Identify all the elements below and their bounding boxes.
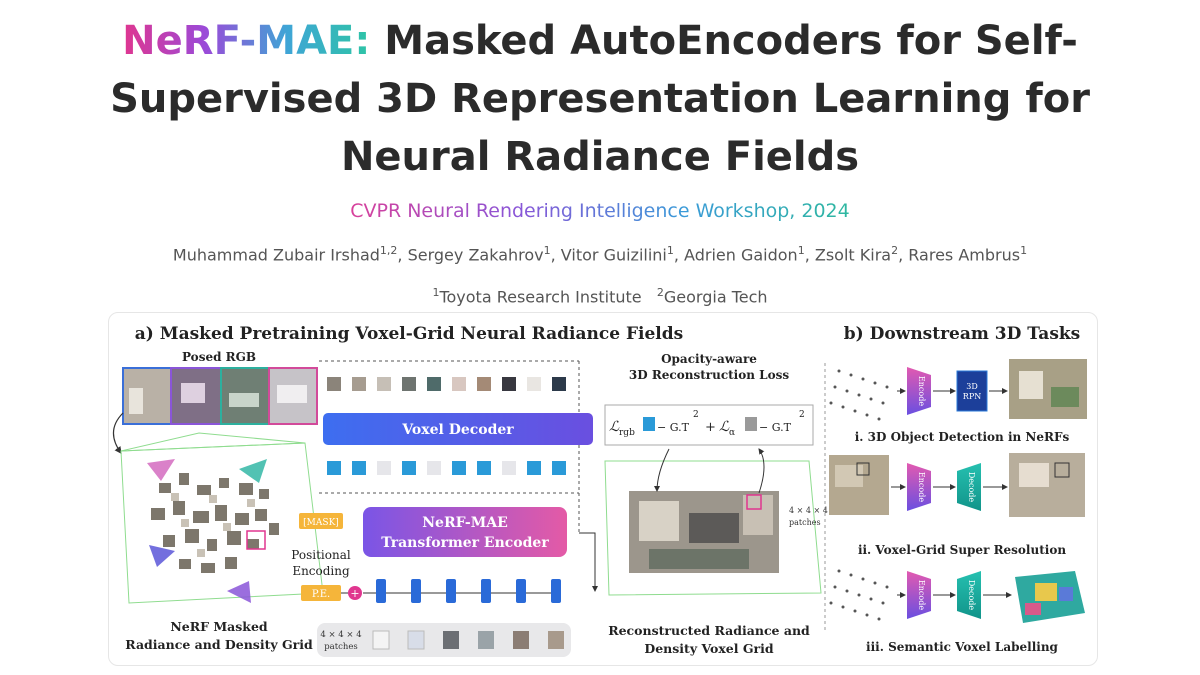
patches-dims-right: 4 × 4 × 4 [789, 506, 828, 515]
mask-tag-label: [MASK] [303, 518, 339, 528]
section-a-title: a) Masked Pretraining Voxel-Grid Neural … [135, 324, 683, 344]
loss-cube-rgb [643, 417, 655, 431]
loss-cube-alpha [745, 417, 757, 431]
author: Rares Ambrus [908, 245, 1021, 265]
affiliation: Georgia Tech [663, 287, 768, 307]
affil-sup: 1 [432, 286, 440, 299]
rpn-line1: 3D [966, 382, 978, 391]
author: Muhammad Zubair Irshad [172, 245, 380, 265]
affiliation: Toyota Research Institute [439, 287, 642, 307]
plus-sign: + [350, 587, 359, 600]
recon-caption-1: Reconstructed Radiance and [608, 623, 810, 638]
encoder-line1: NeRF-MAE [422, 515, 508, 531]
voxel-decoder-block [323, 413, 593, 445]
decoded-cubes-row [327, 377, 566, 391]
transformer-encoder-block [363, 507, 567, 557]
posed-rgb-label: Posed RGB [182, 350, 256, 364]
author-list: Muhammad Zubair Irshad1,2, Sergey Zakahr… [172, 244, 1028, 265]
encode-label-2: Encode [917, 472, 926, 502]
encode-label-3: Encode [917, 580, 926, 610]
task-super-resolution: Encode Decode [829, 453, 1085, 517]
author: Adrien Gaidon [684, 245, 798, 265]
loss-sq-2: 2 [799, 410, 805, 420]
title-line-3: Neural Radiance Fields [340, 134, 860, 180]
venue-text: CVPR Neural Rendering Intelligence Works… [350, 200, 850, 222]
encode-label-1: Encode [917, 376, 926, 406]
author: Zsolt Kira [814, 245, 892, 265]
author-sup: 1 [666, 244, 674, 257]
masked-token-row [327, 461, 566, 475]
left-caption-1: NeRF Masked [170, 619, 268, 634]
title-prefix: NeRF-MAE: [122, 18, 371, 64]
task-detection: Encode 3D RPN [829, 359, 1087, 421]
decode-label-3: Decode [967, 580, 976, 611]
author-sup: 1,2 [379, 244, 398, 257]
affiliations: 1Toyota Research Institute 2Georgia Tech [0, 286, 1200, 306]
loss-alpha: ℒ [719, 419, 730, 435]
encoder-line2: Transformer Encoder [381, 535, 549, 551]
rpn-line2: RPN [963, 392, 981, 401]
loss-alpha-sub: α [729, 428, 735, 438]
task-semantic-labelling: Encode Decode [829, 569, 1085, 623]
pe-tag [301, 585, 341, 601]
author-sup: 1 [797, 244, 805, 257]
author-sup: 1 [543, 244, 551, 257]
patches-word-right: patches [789, 518, 821, 527]
title-line1-rest: Masked AutoEncoders for Self- [370, 18, 1078, 64]
add-node [348, 586, 362, 600]
pos-enc-line1: Positional [291, 548, 351, 562]
figure-canvas: a) Masked Pretraining Voxel-Grid Neural … [112, 324, 1087, 657]
title-line-1: NeRF-MAE: Masked AutoEncoders for Self- [0, 12, 1200, 70]
loss-title-2: 3D Reconstruction Loss [629, 368, 789, 382]
task3-label: iii. Semantic Voxel Labelling [866, 640, 1058, 654]
method-figure: a) Masked Pretraining Voxel-Grid Neural … [108, 312, 1098, 666]
title-line-2: Supervised 3D Representation Learning fo… [110, 76, 1090, 122]
patches-word-left: patches [324, 642, 358, 652]
venue: CVPR Neural Rendering Intelligence Works… [0, 200, 1200, 222]
author-sup: 1 [1020, 244, 1028, 257]
pe-tag-label: P.E. [312, 589, 330, 600]
patches-dims-left: 4 × 4 × 4 [320, 630, 361, 640]
token-bars [363, 579, 561, 603]
recon-caption-2: Density Voxel Grid [644, 641, 773, 656]
author: Vitor Guizilini [560, 245, 667, 265]
patch-cubes [372, 630, 564, 650]
left-caption-2: Radiance and Density Grid [125, 637, 313, 652]
voxel-decoder-label: Voxel Decoder [401, 422, 514, 438]
loss-box [604, 404, 814, 446]
loss-sq-1: 2 [693, 410, 699, 420]
author: Sergey Zakahrov [407, 245, 544, 265]
paper-title: NeRF-MAE: Masked AutoEncoders for Self- … [0, 12, 1200, 186]
loss-rgb-sub: rgb [619, 428, 635, 438]
loss-plus: + [705, 420, 716, 435]
loss-rgb: ℒ [609, 419, 620, 435]
reconstructed-grid [604, 448, 822, 596]
mask-tag [299, 513, 343, 529]
decode-label-2: Decode [967, 472, 976, 503]
author-sup: 2 [891, 244, 899, 257]
posed-rgb-images [122, 367, 318, 425]
loss-gt-2: − G.T [759, 421, 792, 434]
affil-sup: 2 [656, 286, 664, 299]
task1-label: i. 3D Object Detection in NeRFs [855, 430, 1070, 444]
pos-enc-line2: Encoding [292, 564, 350, 578]
task2-label: ii. Voxel-Grid Super Resolution [858, 543, 1066, 557]
loss-gt-1: − G.T [657, 421, 690, 434]
section-b-title: b) Downstream 3D Tasks [844, 324, 1081, 344]
loss-title-1: Opacity-aware [661, 352, 757, 366]
